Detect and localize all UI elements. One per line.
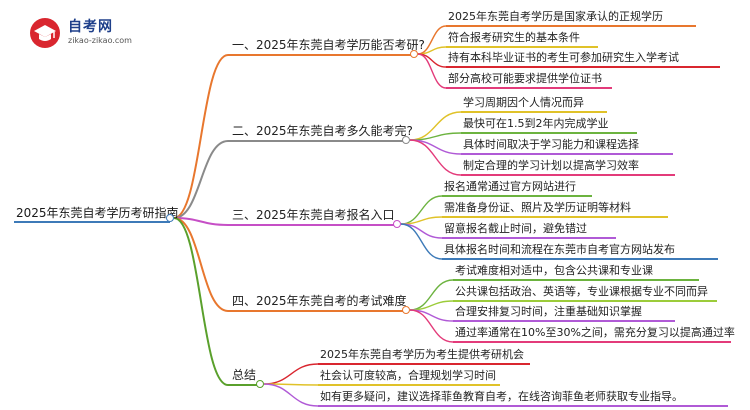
branch-4-leaf-2: 公共课包括政治、英语等，专业课根据专业不同而异 bbox=[455, 285, 708, 298]
branch-1-leaf-1-underline bbox=[446, 25, 696, 27]
branch-3-label: 三、2025年东莞自考报名入口 bbox=[232, 208, 395, 222]
logo-name: 自考网 bbox=[68, 19, 113, 35]
branch-4-leaf-1-underline bbox=[453, 279, 699, 281]
branch-1-leaf-3-underline bbox=[446, 66, 720, 68]
graduation-cap-icon bbox=[30, 18, 60, 48]
branch-4-leaf-3-underline bbox=[453, 320, 675, 322]
branch-3-leaf-2-underline bbox=[442, 216, 668, 218]
root-to-branch-4-connector bbox=[173, 217, 229, 312]
branch-5-dot bbox=[256, 380, 264, 388]
branch-3-leaf-4-connector bbox=[400, 223, 443, 260]
branch-5-leaf-3: 如有更多疑问，建议选择菲鱼教育自考，在线咨询菲鱼老师获取专业指导。 bbox=[320, 390, 683, 403]
branch-3-leaf-4-underline bbox=[442, 258, 718, 260]
branch-3-leaf-3: 留意报名截止时间，避免错过 bbox=[444, 222, 587, 235]
root-to-branch-3-connector bbox=[173, 217, 229, 226]
branch-1-underline bbox=[228, 54, 412, 56]
branch-1-leaf-1: 2025年东莞自考学历是国家承认的正规学历 bbox=[448, 10, 663, 23]
branch-2-dot bbox=[402, 136, 410, 144]
branch-1-leaf-4: 部分高校可能要求提供学位证书 bbox=[448, 72, 602, 85]
branch-5-underline bbox=[228, 384, 258, 386]
branch-2-underline bbox=[228, 140, 406, 142]
branch-3-leaf-1: 报名通常通过官方网站进行 bbox=[444, 180, 576, 193]
branch-4-dot bbox=[402, 306, 410, 314]
root-node-dot bbox=[166, 214, 174, 222]
root-node-underline bbox=[14, 221, 170, 223]
branch-2-leaf-1: 学习周期因个人情况而异 bbox=[463, 96, 584, 109]
root-to-branch-2-connector bbox=[173, 140, 229, 219]
branch-2-leaf-3-connector bbox=[409, 139, 462, 155]
root-to-branch-5-connector bbox=[173, 217, 229, 386]
branch-3-leaf-4: 具体报名时间和流程在东莞市自考官方网站发布 bbox=[444, 243, 675, 256]
root-node-label: 2025年东莞自考学历考研指南 bbox=[16, 206, 179, 220]
branch-4-underline bbox=[228, 310, 406, 312]
branch-4-leaf-4-connector bbox=[409, 309, 454, 343]
branch-5-leaf-1-underline bbox=[318, 363, 530, 365]
branch-5-leaf-3-underline bbox=[318, 405, 728, 407]
branch-5-leaf-2: 社会认可度较高，合理规划学习时间 bbox=[320, 369, 496, 382]
branch-5-leaf-1: 2025年东莞自考学历为考生提供考研机会 bbox=[320, 348, 524, 361]
branch-5-leaf-1-connector bbox=[263, 363, 319, 385]
branch-3-dot bbox=[393, 220, 401, 228]
branch-1-leaf-3: 持有本科毕业证书的考生可参加研究生入学考试 bbox=[448, 51, 679, 64]
site-logo[interactable]: 自考网 zikao-zikao.com bbox=[28, 14, 148, 54]
branch-5-leaf-2-underline bbox=[318, 384, 500, 386]
branch-5-label: 总结 bbox=[232, 368, 257, 382]
logo-url: zikao-zikao.com bbox=[68, 36, 132, 45]
branch-3-leaf-3-connector bbox=[400, 223, 443, 239]
branch-2-label: 二、2025年东莞自考多久能考完? bbox=[232, 124, 413, 138]
branch-2-leaf-4: 制定合理的学习计划以提高学习效率 bbox=[463, 159, 639, 172]
branch-4-leaf-4-underline bbox=[453, 341, 731, 343]
branch-3-underline bbox=[228, 224, 396, 226]
branch-1-label: 一、2025年东莞自考学历能否考研? bbox=[232, 38, 425, 52]
branch-4-leaf-2-underline bbox=[453, 300, 717, 302]
branch-4-leaf-4: 通过率通常在10%至30%之间，需充分复习以提高通过率 bbox=[455, 326, 735, 339]
branch-2-leaf-2-underline bbox=[461, 132, 637, 134]
branch-1-leaf-4-connector bbox=[417, 53, 447, 89]
branch-4-label: 四、2025年东莞自考的考试难度 bbox=[232, 294, 407, 308]
branch-1-leaf-4-underline bbox=[446, 87, 612, 89]
branch-3-leaf-1-underline bbox=[442, 195, 592, 197]
branch-1-dot bbox=[410, 50, 418, 58]
branch-4-leaf-3: 合理安排复习时间，注重基础知识掌握 bbox=[455, 305, 642, 318]
branch-4-leaf-1: 考试难度相对适中，包含公共课和专业课 bbox=[455, 264, 653, 277]
branch-2-leaf-4-underline bbox=[461, 174, 675, 176]
branch-3-leaf-3-underline bbox=[442, 237, 616, 239]
branch-2-leaf-2: 最快可在1.5到2年内完成学业 bbox=[463, 117, 609, 130]
branch-2-leaf-4-connector bbox=[409, 139, 462, 176]
branch-3-leaf-2: 需准备身份证、照片及学历证明等材料 bbox=[444, 201, 631, 214]
branch-2-leaf-1-underline bbox=[461, 111, 607, 113]
branch-1-leaf-2-underline bbox=[446, 46, 598, 48]
branch-2-leaf-3-underline bbox=[461, 153, 673, 155]
branch-5-leaf-3-connector bbox=[263, 383, 319, 407]
branch-2-leaf-3: 具体时间取决于学习能力和课程选择 bbox=[463, 138, 639, 151]
root-to-branch-1-connector bbox=[173, 54, 229, 219]
branch-1-leaf-2: 符合报考研究生的基本条件 bbox=[448, 31, 580, 44]
